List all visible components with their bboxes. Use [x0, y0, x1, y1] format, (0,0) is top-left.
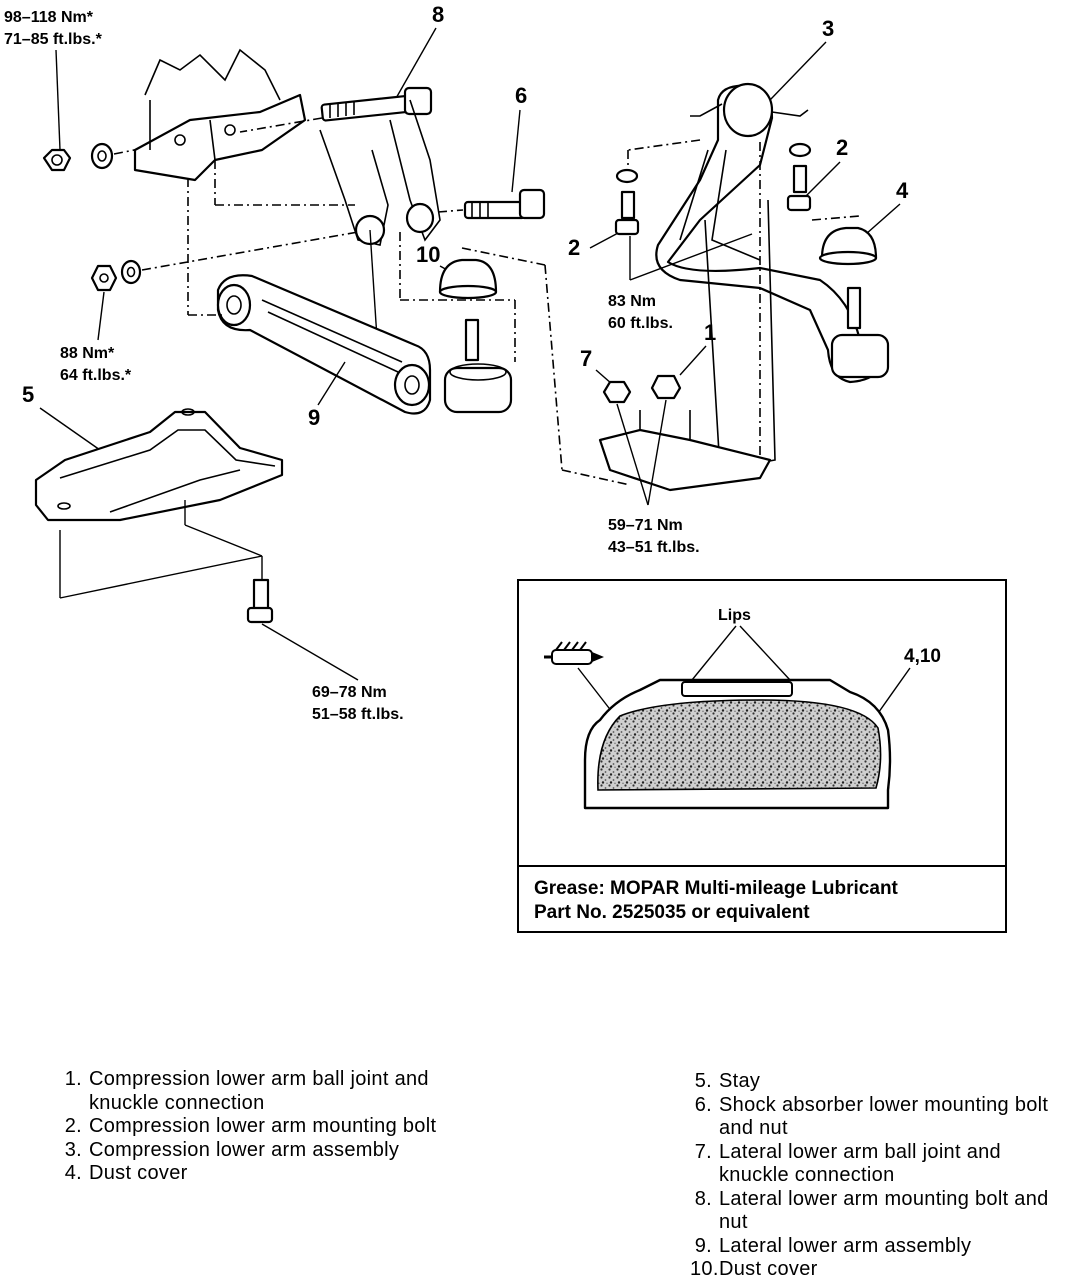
callout-5: 5 [22, 382, 34, 407]
knuckle-torque-ft-label: 43–51 ft.lbs. [608, 539, 700, 556]
nut-torque-leader [55, 49, 61, 151]
shock-absorber-bolt-icon [463, 188, 546, 220]
legend-item-text: Dust cover [89, 1162, 188, 1184]
compression-arm-bolt-icon-right [786, 142, 812, 212]
legend-item: 3. Compression lower arm assembly [60, 1139, 460, 1163]
grease-detail-inset: Lips 4,10 Grease: MOPAR Multi-mileage Lu… [517, 579, 1007, 933]
legend-item-number: 1. [64, 1068, 82, 1090]
legend-item-text: Compression lower arm mounting bolt [89, 1115, 437, 1137]
dust-cover-lip [681, 681, 793, 697]
legend-item-text: Stay [719, 1070, 761, 1092]
nut-torque-ft-label: 71–85 ft.lbs.* [4, 31, 103, 48]
dust-cover-10-icon [438, 258, 498, 300]
lips-label: Lips [718, 607, 751, 624]
grease-spec-line-1: Grease: MOPAR Multi-mileage Lubricant [534, 878, 899, 899]
detail-ref-label: 4,10 [904, 646, 941, 667]
legend-item-number: 6. [694, 1093, 712, 1116]
grease-fill [597, 699, 882, 791]
legend-item-text: Lateral lower arm ball joint and knuckle… [719, 1140, 1001, 1187]
legend-item-text: Compression lower arm assembly [89, 1138, 400, 1161]
lateral-arm-mounting-bolt-icon [320, 86, 433, 122]
washer-icon [90, 142, 114, 170]
arm-nut-icon [90, 264, 118, 292]
legend-item-number: 2. [64, 1115, 82, 1137]
legend-item-text: Dust cover [719, 1258, 818, 1280]
legend-item-number: 8. [694, 1187, 712, 1210]
arm-nut-torque-ft-label: 64 ft.lbs.* [60, 367, 132, 384]
compression-lower-arm [655, 82, 890, 384]
legend-item: 7. Lateral lower arm ball joint and knuck… [690, 1141, 1068, 1188]
stay-plate [34, 408, 284, 522]
bolt2-torque-ft-label: 60 ft.lbs. [608, 315, 673, 332]
legend-item-number: 4. [64, 1162, 82, 1184]
legend-item-number: 5. [694, 1070, 712, 1092]
legend-item: 9. Lateral lower arm assembly [690, 1235, 1068, 1259]
callout-8: 8 [432, 2, 444, 27]
callout-1: 1 [704, 320, 716, 345]
steering-knuckle [598, 199, 776, 492]
legend-right: 5. Stay 6. Shock absorber lower mounting bo… [690, 1070, 1068, 1282]
callout-2b: 2 [836, 135, 848, 160]
legend-item-number: 9. [694, 1234, 712, 1257]
grease-spec-line-2: Part No. 2525035 or equivalent [534, 902, 810, 923]
mounting-nut-icon [42, 148, 72, 172]
knuckle-upper-bracket [319, 99, 441, 246]
legend-item-text: Lateral lower arm assembly [719, 1234, 972, 1257]
legend-item: 6. Shock absorber lower mounting bolt and… [690, 1094, 1068, 1141]
arm-washer-icon [120, 259, 142, 285]
lateral-lower-arm [216, 274, 513, 415]
knuckle-torque-nm-label: 59–71 Nm [608, 517, 683, 534]
frame-bracket [133, 48, 307, 182]
legend-item: 10.Dust cover [690, 1258, 1068, 1282]
compression-arm-knuckle-nut-icon [650, 374, 682, 400]
arm-nut-torque-nm-label: 88 Nm* [60, 345, 115, 362]
stay-torque-nm-label: 69–78 Nm [312, 684, 387, 701]
callout-3: 3 [822, 16, 834, 41]
lateral-arm-knuckle-nut-icon [602, 380, 632, 404]
callout-2a: 2 [568, 235, 580, 260]
dust-cover-4-icon [818, 226, 878, 266]
legend-item: 4. Dust cover [60, 1162, 460, 1186]
callout-4: 4 [896, 178, 909, 203]
legend-item-text: Shock absorber lower mounting bolt and n… [719, 1093, 1049, 1140]
grease-gun-icon [544, 641, 604, 665]
legend-item: 1. Compression lower arm ball joint and k… [60, 1068, 460, 1115]
compression-arm-bolt-icon-left [614, 168, 640, 236]
legend-item: 8. Lateral lower arm mounting bolt and nu… [690, 1188, 1068, 1235]
stay-bolt-icon [246, 578, 274, 624]
nut-torque-nm-label: 98–118 Nm* [4, 9, 94, 26]
legend-item-number: 10. [690, 1258, 719, 1280]
bolt2-torque-nm-label: 83 Nm [608, 293, 656, 310]
callout-6: 6 [515, 83, 527, 108]
legend-item-number: 3. [64, 1138, 82, 1161]
callout-9: 9 [308, 405, 320, 430]
legend-left: 1. Compression lower arm ball joint and k… [60, 1068, 460, 1186]
legend-item-text: Compression lower arm ball joint and knu… [89, 1068, 429, 1114]
legend-item-number: 7. [694, 1140, 712, 1163]
callout-7: 7 [580, 346, 592, 371]
stay-torque-ft-label: 51–58 ft.lbs. [312, 706, 404, 723]
legend-item: 2. Compression lower arm mounting bolt [60, 1115, 460, 1139]
callout-10: 10 [416, 242, 440, 267]
legend-item: 5. Stay [690, 1070, 1068, 1094]
legend-item-text: Lateral lower arm mounting bolt and nut [719, 1187, 1049, 1234]
